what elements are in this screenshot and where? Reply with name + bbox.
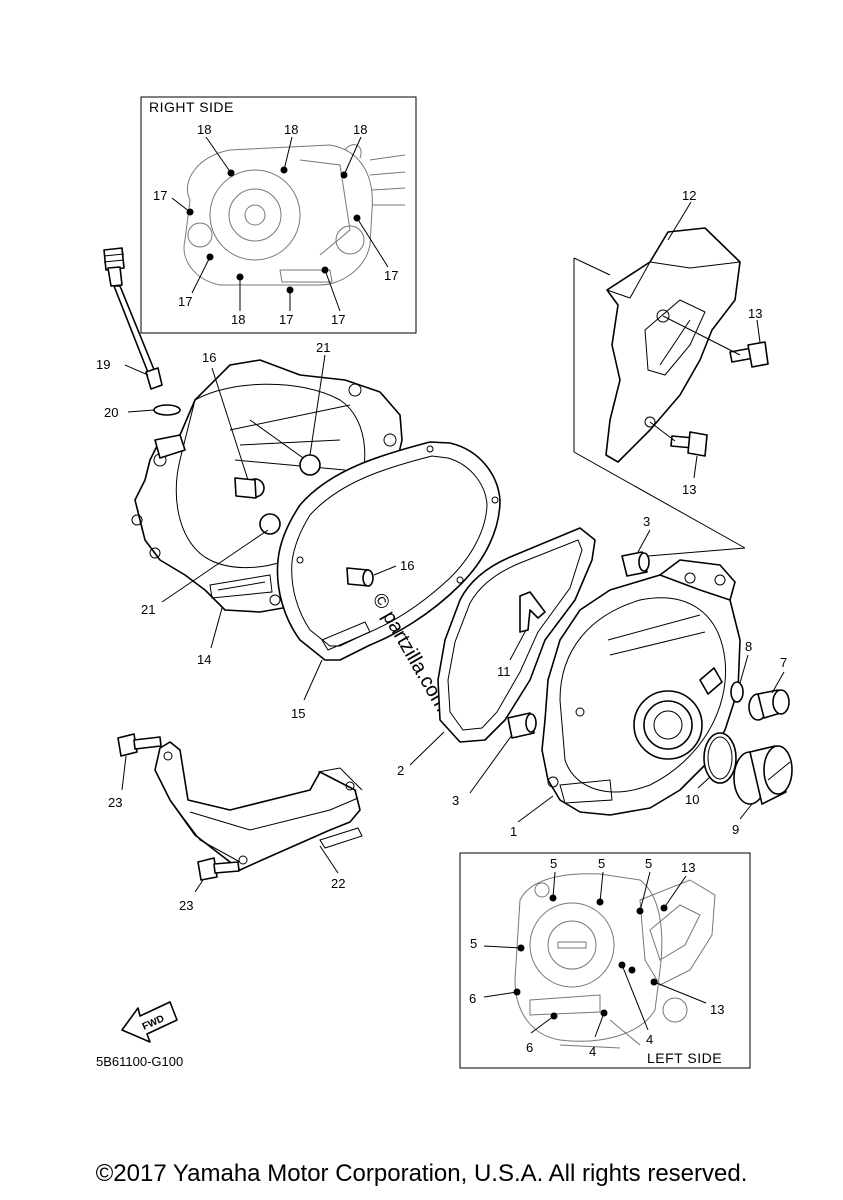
right-side-leader-lines	[171, 136, 389, 312]
callout-18: 18	[231, 312, 245, 327]
callout-22: 22	[331, 876, 345, 891]
callout-16: 16	[202, 350, 216, 365]
callout-18: 18	[197, 122, 211, 137]
callout-1: 1	[510, 824, 517, 839]
left-side-inset-frame	[459, 852, 751, 1069]
callout-17: 17	[178, 294, 192, 309]
dowel-pin-3-lower	[507, 712, 537, 739]
callout-4: 4	[589, 1044, 596, 1059]
callout-23: 23	[179, 898, 193, 913]
guard-plate	[154, 741, 363, 871]
cable-clip	[519, 591, 546, 633]
callout-5: 5	[645, 856, 652, 871]
callout-5: 5	[598, 856, 605, 871]
dipstick-o-ring	[153, 404, 181, 416]
left-cover-gasket	[437, 527, 596, 743]
callout-17: 17	[384, 268, 398, 283]
check-plug-7	[748, 689, 790, 721]
right-side-inset: RIGHT SIDE	[140, 96, 417, 334]
sprocket-cover-bolt-lower	[670, 431, 708, 457]
oil-dipstick	[103, 247, 163, 390]
callout-2: 2	[397, 763, 404, 778]
left-side-inset: 5 5 5 13 5 6 13 4 6 4 LEFT SIDE	[459, 852, 751, 1069]
callout-7: 7	[780, 655, 787, 670]
dowel-pin-3-upper	[621, 551, 650, 577]
left-side-leader-lines	[483, 871, 707, 1038]
callout-10: 10	[685, 792, 699, 807]
callout-17: 17	[279, 312, 293, 327]
right-cover-gasket	[276, 441, 501, 661]
sprocket-cover-assembly	[573, 201, 769, 549]
callout-9: 9	[732, 822, 739, 837]
o-ring-10	[703, 732, 737, 784]
callout-5: 5	[550, 856, 557, 871]
dowel-pin-lower	[346, 567, 374, 587]
callout-3: 3	[643, 514, 650, 529]
left-side-engine-sketch	[514, 873, 716, 1049]
callout-18: 18	[353, 122, 367, 137]
callout-3: 3	[452, 793, 459, 808]
callout-8: 8	[745, 639, 752, 654]
callout-11: 11	[497, 664, 511, 679]
callout-20: 20	[104, 405, 118, 420]
callout-12: 12	[682, 188, 696, 203]
callout-14: 14	[197, 652, 211, 667]
callout-15: 15	[291, 706, 305, 721]
callout-13: 13	[748, 306, 762, 321]
forward-direction-arrow: FWD	[121, 1001, 178, 1043]
callout-13: 13	[682, 482, 696, 497]
left-crankcase-cover	[541, 559, 741, 816]
callout-18: 18	[284, 122, 298, 137]
callout-21: 21	[141, 602, 155, 617]
right-side-inset-title: RIGHT SIDE	[149, 99, 234, 115]
left-side-inset-title: LEFT SIDE	[647, 1050, 722, 1066]
callout-19: 19	[96, 357, 110, 372]
callout-17: 17	[331, 312, 345, 327]
callout-13: 13	[710, 1002, 724, 1017]
right-side-inset-frame	[140, 96, 417, 334]
callout-4: 4	[646, 1032, 653, 1047]
o-ring-8	[730, 681, 744, 703]
callout-16: 16	[400, 558, 414, 573]
callout-17: 17	[153, 188, 167, 203]
copyright-notice: ©2017 Yamaha Motor Corporation, U.S.A. A…	[95, 1160, 748, 1187]
callout-6: 6	[469, 991, 476, 1006]
guard-bolt-upper	[117, 733, 162, 757]
callout-21: 21	[316, 340, 330, 355]
callout-13: 13	[681, 860, 695, 875]
callout-6: 6	[526, 1040, 533, 1055]
guard-bolt-lower	[197, 857, 240, 881]
callout-23: 23	[108, 795, 122, 810]
diagram-code: 5B61100-G100	[96, 1054, 183, 1069]
callout-5: 5	[470, 936, 477, 951]
sprocket-cover-bolt-upper	[729, 341, 769, 368]
crankcase-plug-9	[733, 745, 793, 805]
